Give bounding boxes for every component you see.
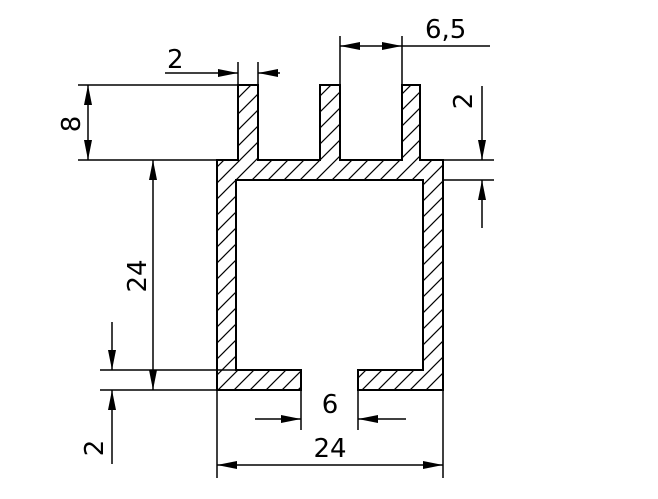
- dim-bottom-slot-width: 6: [322, 390, 339, 420]
- dim-bottom-wall-thickness: 2: [80, 440, 110, 457]
- dimension-lines: [84, 42, 486, 469]
- dim-top-wall-thickness: 2: [449, 93, 479, 110]
- dim-fin-height: 8: [57, 116, 87, 133]
- dim-top-slot-width: 6,5: [425, 15, 466, 45]
- dim-inner-height: 24: [123, 259, 153, 292]
- profile-section: [216, 84, 444, 391]
- dim-fin-thickness: 2: [167, 45, 184, 75]
- dim-overall-width: 24: [313, 434, 346, 464]
- extension-lines: [78, 36, 494, 478]
